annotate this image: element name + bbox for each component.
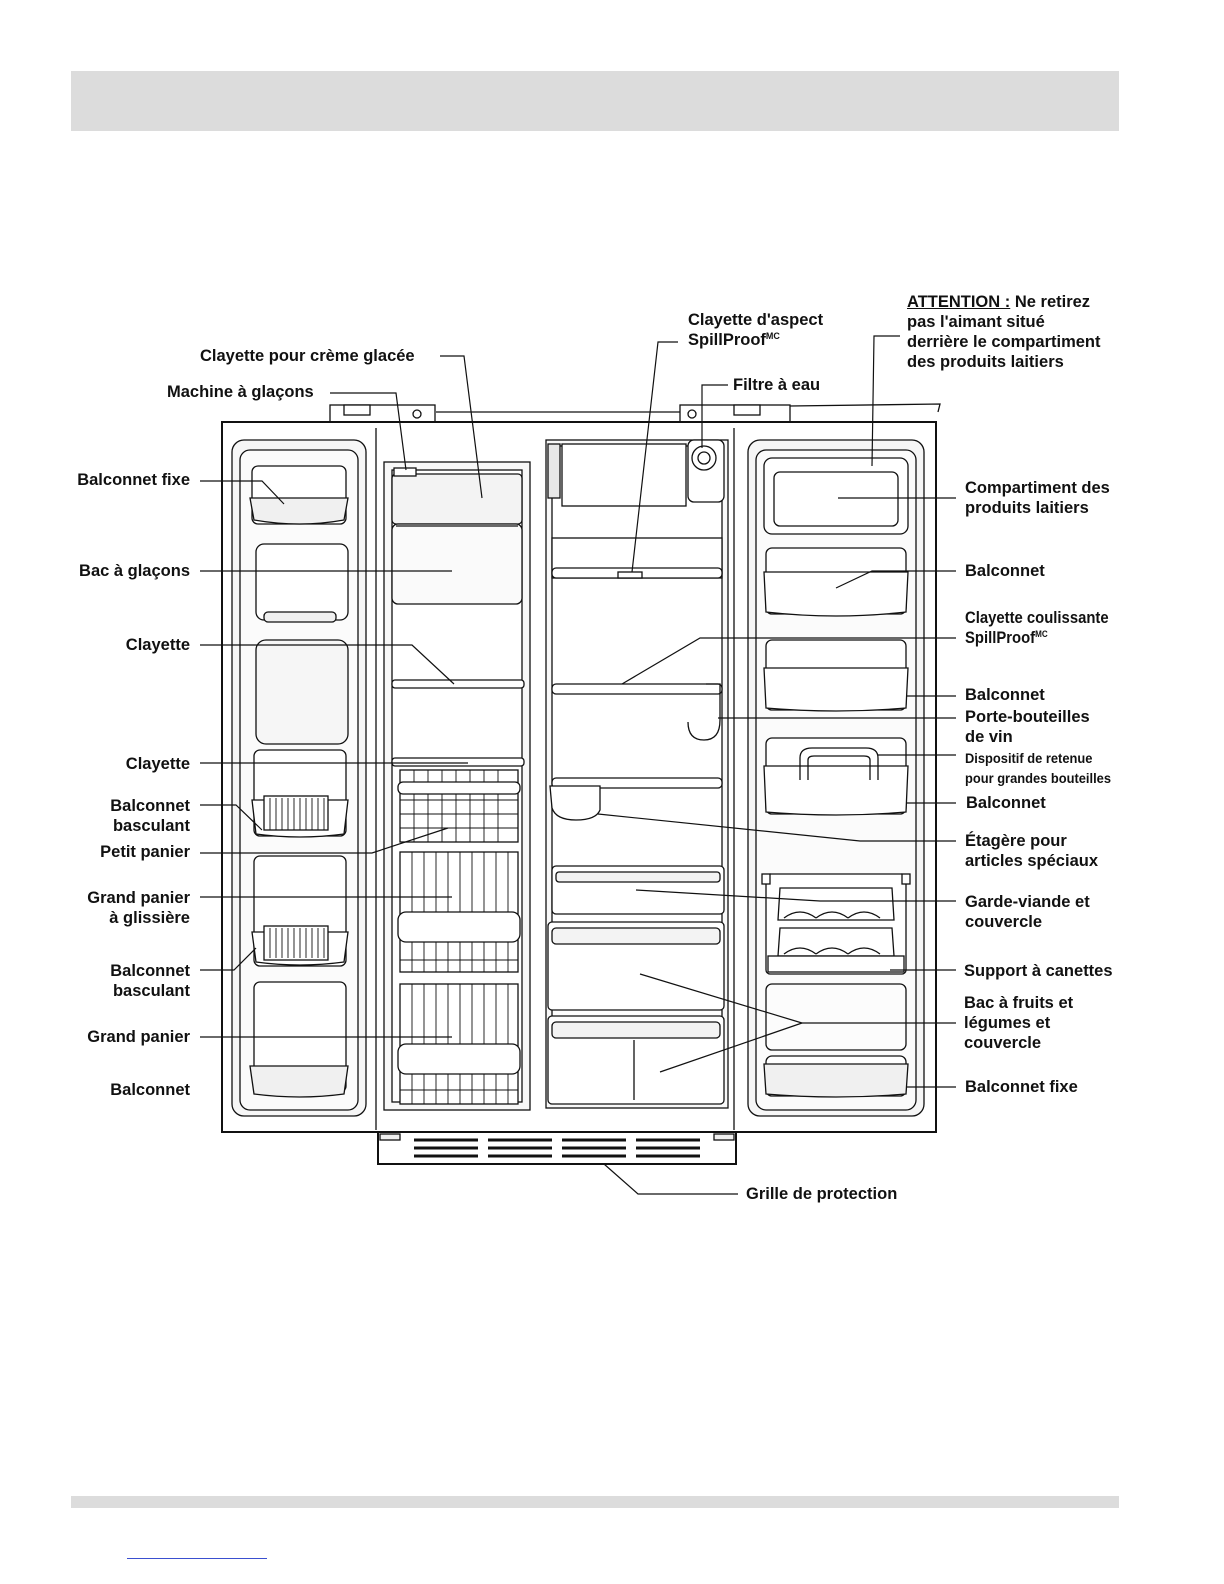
label-petit-panier: Petit panier <box>100 843 190 861</box>
label-clayette-coulissante: Clayette coulissante SpillProofMC <box>965 608 1109 648</box>
freezer-shelf-2 <box>391 757 525 767</box>
label-filtre-eau: Filtre à eau <box>733 376 821 394</box>
wine-rack <box>687 683 721 741</box>
label-line: Clayette d'aspect <box>688 311 824 329</box>
label-line: basculant <box>112 982 190 1000</box>
trademark-superscript: MC <box>765 331 780 341</box>
label-text: Ne retirez <box>1014 293 1091 311</box>
label-balconnet-fixe-left: Balconnet fixe <box>77 471 190 489</box>
label-bac-fruits: Bac à fruits et légumes et couvercle <box>964 993 1073 1053</box>
footer-band <box>71 1496 1119 1508</box>
label-balconnet-basculant-2: Balconnet basculant <box>110 961 190 1001</box>
label-line: Étagère pour <box>965 832 1067 850</box>
label-line: ATTENTION : Ne retirez <box>907 292 1101 312</box>
special-items-shelf <box>549 785 601 821</box>
label-line: couvercle <box>965 913 1043 931</box>
label-clayette-aspect: Clayette d'aspect SpillProofMC <box>688 310 823 350</box>
label-line: SpillProofMC <box>688 330 823 350</box>
label-text: SpillProof <box>688 331 766 349</box>
header-band <box>71 71 1119 131</box>
label-garde-viande: Garde-viande et couvercle <box>965 892 1090 932</box>
label-line: Clayette coulissante <box>965 609 1109 627</box>
label-support-canettes: Support à canettes <box>964 962 1113 980</box>
label-clayette-1: Clayette <box>125 636 190 654</box>
label-balconnet-basculant-1: Balconnet basculant <box>110 796 190 836</box>
label-line: à glissière <box>109 909 190 927</box>
ice-bin <box>391 523 523 605</box>
label-grille-protection: Grille de protection <box>746 1185 898 1203</box>
label-line: Porte-bouteilles <box>965 708 1090 726</box>
label-line: derrière le compartiment <box>907 333 1101 351</box>
label-clayette-2: Clayette <box>125 755 190 773</box>
leader-lines <box>200 335 956 1195</box>
small-basket <box>399 769 519 843</box>
label-line: Balconnet <box>110 962 190 980</box>
trademark-superscript: MC <box>1035 629 1048 639</box>
label-line: Balconnet <box>110 797 190 815</box>
label-line: Grand panier <box>87 889 190 907</box>
label-line: de vin <box>965 728 1013 746</box>
label-line: Dispositif de retenue <box>965 750 1093 766</box>
footer-link-underline[interactable] <box>127 1558 267 1559</box>
bottle-retainer <box>799 747 879 780</box>
label-grand-panier-glissiere: Grand panier à glissière <box>87 888 190 928</box>
label-line: des produits laitiers <box>907 353 1064 371</box>
label-line: pas l'aimant situé <box>907 313 1045 331</box>
label-line: couvercle <box>964 1034 1042 1052</box>
label-etagere-speciaux: Étagère pour articles spéciaux <box>965 831 1098 871</box>
label-balconnet-r3: Balconnet <box>966 794 1046 812</box>
label-line: pour grandes bouteilles <box>965 770 1112 786</box>
label-line: Compartiment des <box>965 479 1110 497</box>
label-line: articles spéciaux <box>965 852 1098 870</box>
label-text: SpillProof <box>965 629 1036 647</box>
label-line: basculant <box>112 817 190 835</box>
left-bin-2 <box>255 543 349 621</box>
label-dispositif-retenue: Dispositif de retenue pour grandes boute… <box>965 748 1111 788</box>
label-balconnet-left-bottom: Balconnet <box>110 1081 190 1099</box>
attention-prefix: ATTENTION : <box>907 293 1011 311</box>
label-line: produits laitiers <box>965 499 1089 517</box>
label-attention: ATTENTION : Ne retirez pas l'aimant situ… <box>907 292 1101 372</box>
label-line: Garde-viande et <box>965 893 1090 911</box>
sliding-spillproof-shelf <box>551 683 723 695</box>
label-porte-bouteilles: Porte-bouteilles de vin <box>965 707 1090 747</box>
label-grand-panier: Grand panier <box>87 1028 190 1046</box>
label-bac-glacons: Bac à glaçons <box>79 562 190 580</box>
freezer-shelf-1 <box>391 679 525 689</box>
label-machine-glacons: Machine à glaçons <box>167 383 314 401</box>
label-balconnet-r2: Balconnet <box>965 686 1045 704</box>
label-line: légumes et <box>964 1014 1051 1032</box>
label-clayette-creme: Clayette pour crème glacée <box>200 347 415 365</box>
label-compartiment-laitiers: Compartiment des produits laitiers <box>965 478 1110 518</box>
label-balconnet-fixe-right: Balconnet fixe <box>965 1078 1078 1096</box>
label-balconnet-r1: Balconnet <box>965 562 1045 580</box>
label-line: Bac à fruits et <box>964 994 1074 1012</box>
ice-maker <box>391 473 523 525</box>
label-line: SpillProofMC <box>965 628 1109 648</box>
